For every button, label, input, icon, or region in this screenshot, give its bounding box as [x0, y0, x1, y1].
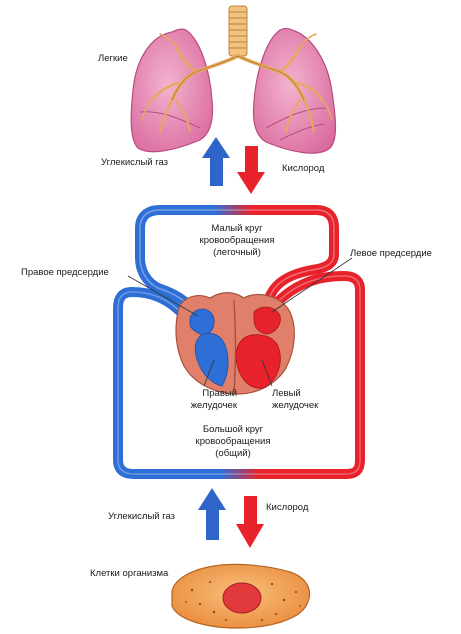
- right-atrium-pointer: [127, 275, 199, 317]
- body-cell: [171, 563, 311, 629]
- right-atrium: [189, 308, 215, 335]
- body-cells-label: Клетки организма: [90, 568, 169, 579]
- left-lung: [130, 28, 214, 153]
- big-circle-label: Большой круг кровообращения (общий): [195, 424, 271, 459]
- left-atrium-pointer: [271, 257, 353, 313]
- cell-nucleus: [222, 582, 262, 614]
- left-ventricle-pointer: [261, 359, 273, 387]
- lungs: [130, 5, 337, 154]
- left-ventricle-label: Левый желудочек: [272, 388, 319, 411]
- trachea: [228, 5, 248, 57]
- systemic-loop: [113, 271, 365, 479]
- left-ventricle: [235, 334, 281, 389]
- right-atrium-label: Правое предсердие: [21, 267, 109, 278]
- heart: [175, 292, 295, 395]
- right-ventricle-label: Правый желудочек: [190, 388, 237, 411]
- o2-down-arrow-top: [237, 146, 265, 194]
- pulmonary-loop: [135, 205, 339, 327]
- right-ventricle-pointer: [203, 359, 215, 387]
- o2-bottom-label: Кислород: [266, 502, 309, 513]
- o2-top-label: Кислород: [282, 163, 325, 174]
- right-ventricle: [194, 332, 229, 387]
- co2-up-arrow-top: [202, 137, 230, 186]
- co2-up-arrow-bottom: [198, 488, 226, 540]
- bronchi-outline: [171, 55, 305, 101]
- co2-top-label: Углекислый газ: [101, 157, 169, 168]
- left-atrium-label: Левое предсердие: [350, 248, 432, 259]
- o2-down-arrow-bottom: [236, 496, 264, 548]
- lungs-label: Легкие: [98, 53, 128, 64]
- right-lung: [252, 27, 337, 154]
- left-atrium: [253, 306, 281, 335]
- co2-bottom-label: Углекислый газ: [108, 511, 176, 522]
- small-circle-label: Малый круг кровообращения (легочный): [199, 223, 275, 258]
